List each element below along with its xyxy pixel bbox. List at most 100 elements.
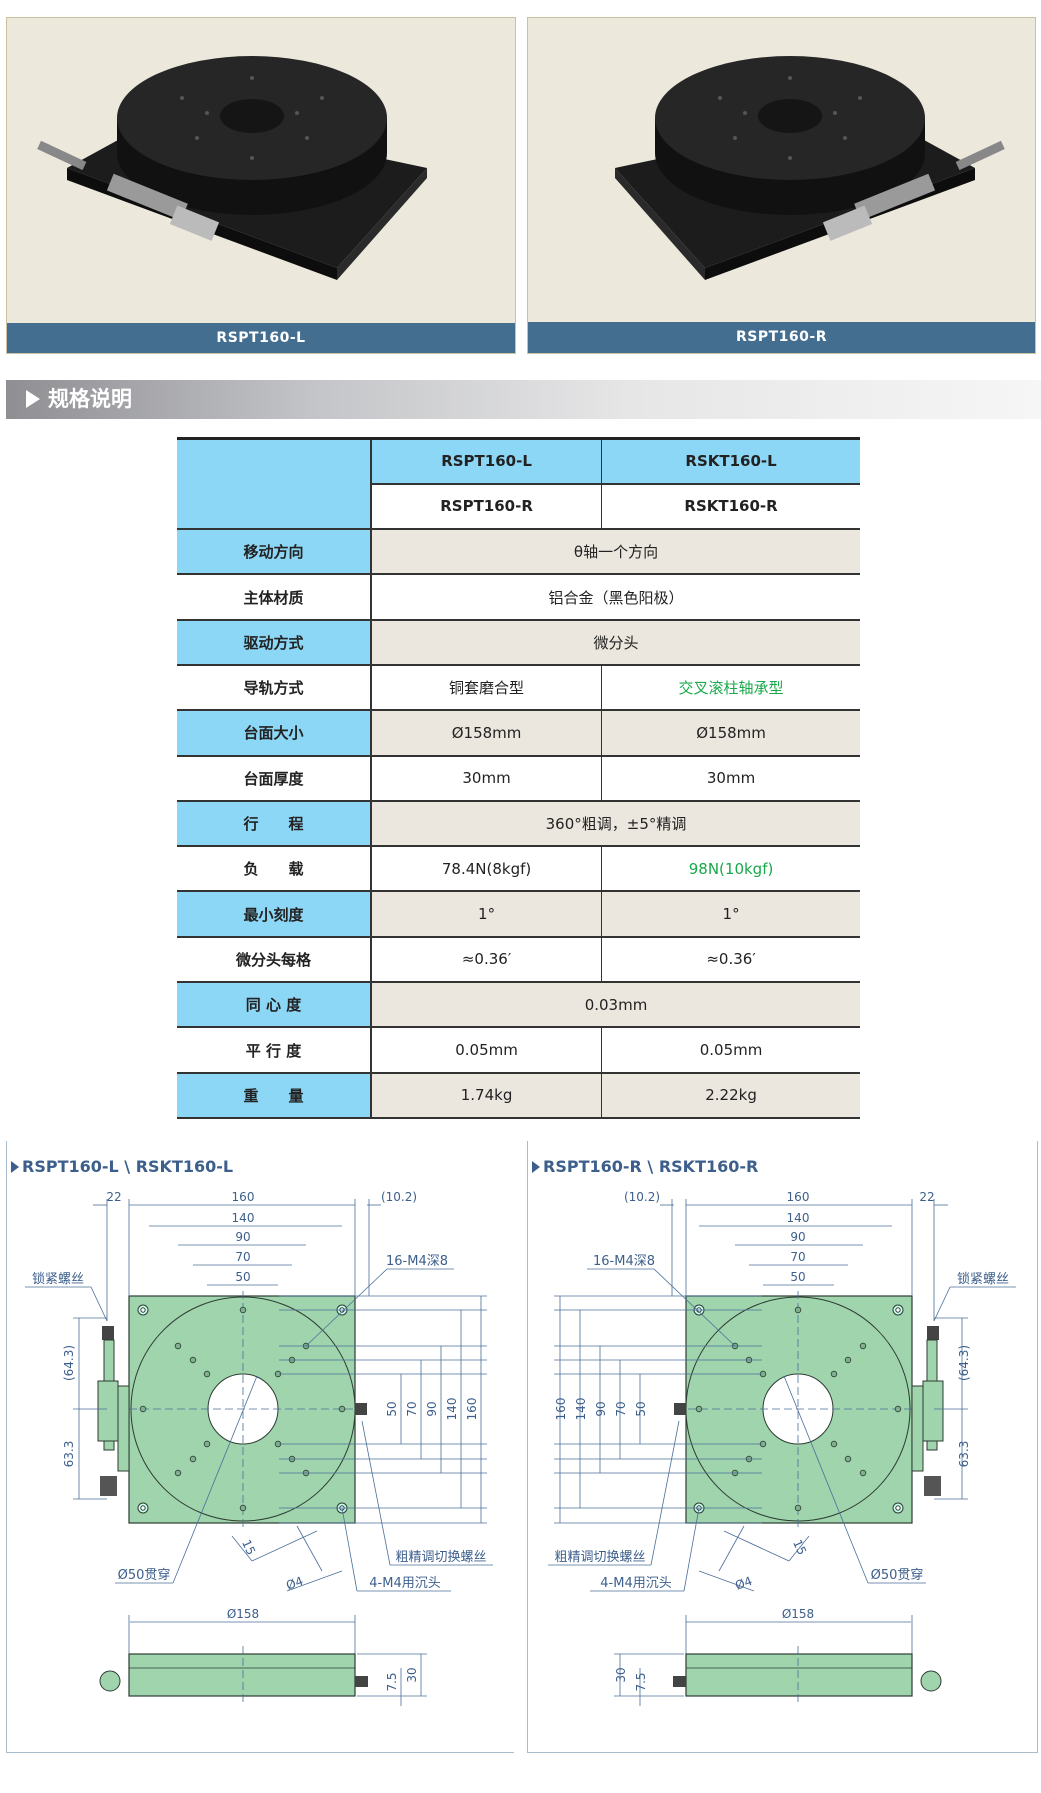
micrometer-thimble (169, 205, 220, 241)
stage-illustration (37, 56, 427, 280)
dimension-label: Ø158 (227, 1607, 259, 1621)
m4-hole (139, 1405, 147, 1413)
m4-hole (239, 1306, 247, 1314)
micrometer-mount (117, 1385, 130, 1472)
dimension-drawing: RSPT160-R \ RSKT160-R22160(10.2)14090705… (532, 1157, 1016, 1706)
row-value: 1° (371, 891, 603, 938)
base-edge (337, 168, 427, 280)
row-value: 0.05mm (601, 1027, 860, 1074)
lock-screw (955, 140, 1005, 171)
triangle-icon (26, 390, 40, 408)
table-header-row: RSPT160-L RSKT160-L (177, 436, 860, 531)
dimension-line (286, 1570, 343, 1592)
side-adjust-screw (355, 1676, 368, 1687)
row-label: 导轨方式 (177, 664, 372, 712)
row-value: 0.03mm (371, 982, 860, 1029)
micrometer-body (854, 173, 936, 221)
dimension-label: 4-M4用沉头 (600, 1576, 671, 1591)
hole (843, 136, 847, 140)
row-label: 微分头每格 (177, 936, 372, 984)
row-value: 微分头 (371, 619, 860, 666)
hole (788, 156, 792, 160)
table-header-row: RSPT160-R RSKT160-R (177, 483, 860, 531)
dimension-line (653, 1268, 736, 1347)
row-value: 1° (601, 891, 860, 938)
drawing-geometry (548, 1199, 1016, 1706)
row-value: 360°粗调，±5°精调 (371, 800, 860, 848)
hole (895, 1505, 901, 1511)
dimension-label: 16-M4深8 (593, 1254, 655, 1269)
dimension-line (90, 1286, 108, 1322)
lock-knob (102, 1326, 114, 1340)
hole (743, 111, 747, 115)
m4-hole (174, 1469, 182, 1477)
row-value: 30mm (601, 755, 860, 802)
dimension-label: 70 (235, 1250, 250, 1264)
row-value: ≈0.36′ (371, 936, 603, 984)
table-row: 驱动方式微分头 (177, 619, 860, 666)
hole (858, 96, 862, 100)
row-value: 铜套磨合型 (371, 664, 603, 712)
dimension-label: (10.2) (624, 1190, 660, 1204)
dimension-label: 16-M4深8 (386, 1254, 448, 1269)
center-bore (758, 99, 822, 133)
dimension-label: 90 (594, 1401, 608, 1416)
photo-caption: RSPT160-L (7, 323, 515, 353)
dimension-label: 50 (385, 1401, 399, 1416)
m4-hole (830, 1440, 838, 1448)
micrometer-body (106, 173, 188, 221)
hole (250, 76, 254, 80)
m4-hole (794, 1306, 802, 1314)
row-label: 台面大小 (177, 710, 372, 757)
dimension-label: 锁紧螺丝 (32, 1271, 84, 1287)
row-value: 78.4N(8kgf) (371, 846, 603, 893)
dimension-label: 7.5 (634, 1672, 648, 1691)
row-label: 移动方向 (177, 529, 372, 576)
dimension-label: 50 (235, 1270, 250, 1284)
dimension-label: 粗精调切换螺丝 (554, 1550, 645, 1565)
dimension-label: (10.2) (381, 1190, 417, 1204)
row-label: 最小刻度 (177, 891, 372, 938)
dimension-label: 140 (787, 1211, 810, 1225)
m4-hole (189, 1455, 197, 1463)
dimension-label: 50 (634, 1401, 648, 1416)
section-header: 规格说明 (6, 380, 1041, 419)
side-lock-eye (99, 1670, 121, 1692)
row-value: 2.22kg (601, 1072, 860, 1119)
base-edge (615, 168, 705, 280)
row-value: ≈0.36′ (601, 936, 860, 984)
product-photo-right: RSPT160-R (527, 17, 1036, 354)
row-value: Ø158mm (601, 710, 860, 757)
drawing-geometry (25, 1199, 493, 1706)
dimension-line (698, 1570, 755, 1592)
dimension-label: 22 (919, 1190, 934, 1204)
row-label: 驱动方式 (177, 619, 372, 666)
dimension-line (172, 1375, 258, 1584)
dimension-label: 7.5 (385, 1672, 399, 1691)
dimension-line (251, 1530, 318, 1562)
hole (305, 136, 309, 140)
m4-hole (794, 1504, 802, 1512)
row-value: 98N(10kgf) (601, 846, 860, 893)
dimension-label: 15 (239, 1537, 258, 1557)
rotary-stage-image (615, 56, 1005, 280)
dimension-label: 160 (554, 1398, 568, 1421)
dimension-line (783, 1375, 869, 1584)
hole (195, 136, 199, 140)
row-value: Ø158mm (371, 710, 603, 757)
dimension-label: 锁紧螺丝 (957, 1271, 1009, 1287)
hole (250, 156, 254, 160)
row-value: 30mm (371, 755, 603, 802)
dimension-label: 63.3 (62, 1441, 76, 1468)
row-label: 主体材质 (177, 574, 372, 621)
triangle-icon (532, 1161, 540, 1173)
